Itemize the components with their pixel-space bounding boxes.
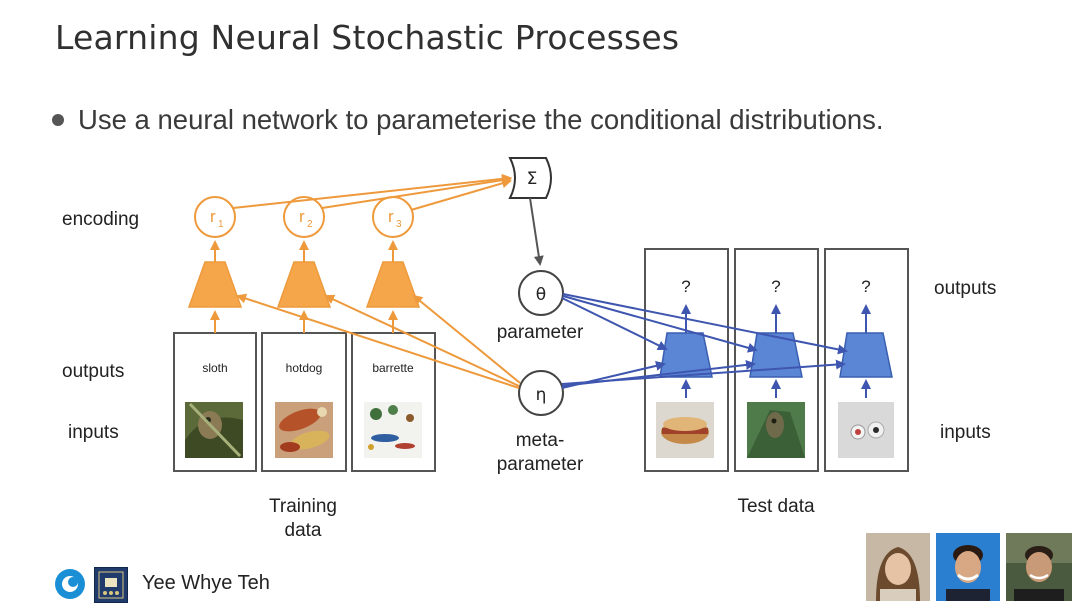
barrette-test-image	[838, 402, 894, 458]
slide-title: Learning Neural Stochastic Processes	[55, 18, 680, 57]
label-meta-parameter: parameter	[497, 454, 584, 475]
hotdog-image	[275, 402, 333, 458]
eta-node: η	[518, 370, 564, 416]
label-test-data: Test data	[737, 496, 815, 517]
test-output-2: ?	[771, 277, 780, 296]
decoder-3	[839, 332, 893, 378]
label-encoding: encoding	[62, 209, 139, 230]
sum-aggregator: Σ	[508, 157, 552, 199]
svg-text:3: 3	[396, 219, 402, 230]
encoding-r3: r 3	[372, 196, 414, 238]
deepmind-logo	[55, 569, 85, 599]
svg-text:2: 2	[307, 219, 313, 230]
training-box-2: hotdog	[261, 332, 347, 472]
training-box-3: barrette	[351, 332, 436, 472]
presenter-photo-3	[1006, 533, 1072, 601]
svg-text:η: η	[536, 385, 547, 405]
barrette-image	[364, 402, 422, 458]
bullet-item: Use a neural network to parameterise the…	[52, 104, 884, 136]
theta-node: θ	[518, 270, 564, 316]
encoding-r2: r 2	[283, 196, 325, 238]
label-training-data: data	[285, 520, 322, 541]
svg-text:r: r	[388, 207, 394, 226]
encoder-3	[365, 261, 421, 308]
label-parameter: parameter	[497, 322, 584, 343]
label-outputs-left: outputs	[62, 361, 124, 382]
encoding-r1: r 1	[194, 196, 236, 238]
bullet-text: Use a neural network to parameterise the…	[78, 104, 884, 135]
training-output-barrette: barrette	[372, 361, 414, 375]
svg-text:1: 1	[218, 219, 224, 230]
encoder-1	[187, 261, 243, 308]
test-output-3: ?	[861, 277, 870, 296]
oxford-crest-logo	[94, 567, 128, 603]
training-output-sloth: sloth	[202, 361, 227, 375]
sloth-image	[185, 402, 243, 458]
training-box-1: sloth	[173, 332, 257, 472]
test-output-1: ?	[681, 277, 690, 296]
sloth-test-image	[747, 402, 805, 458]
svg-text:r: r	[210, 207, 216, 226]
presenter-photo-2	[936, 533, 1000, 601]
svg-text:Σ: Σ	[527, 169, 538, 189]
training-output-hotdog: hotdog	[286, 361, 323, 375]
label-meta: meta-	[516, 430, 565, 451]
encoder-2	[276, 261, 332, 308]
svg-text:r: r	[299, 207, 305, 226]
sandwich-image	[656, 402, 714, 458]
label-training: Training	[269, 496, 337, 517]
presenter-photo-1	[866, 533, 930, 601]
label-outputs-right: outputs	[934, 278, 996, 299]
presenter-name: Yee Whye Teh	[142, 572, 270, 594]
svg-text:θ: θ	[536, 285, 546, 305]
bullet-icon	[52, 113, 64, 126]
label-inputs-left: inputs	[68, 422, 119, 443]
label-inputs-right: inputs	[940, 422, 991, 443]
